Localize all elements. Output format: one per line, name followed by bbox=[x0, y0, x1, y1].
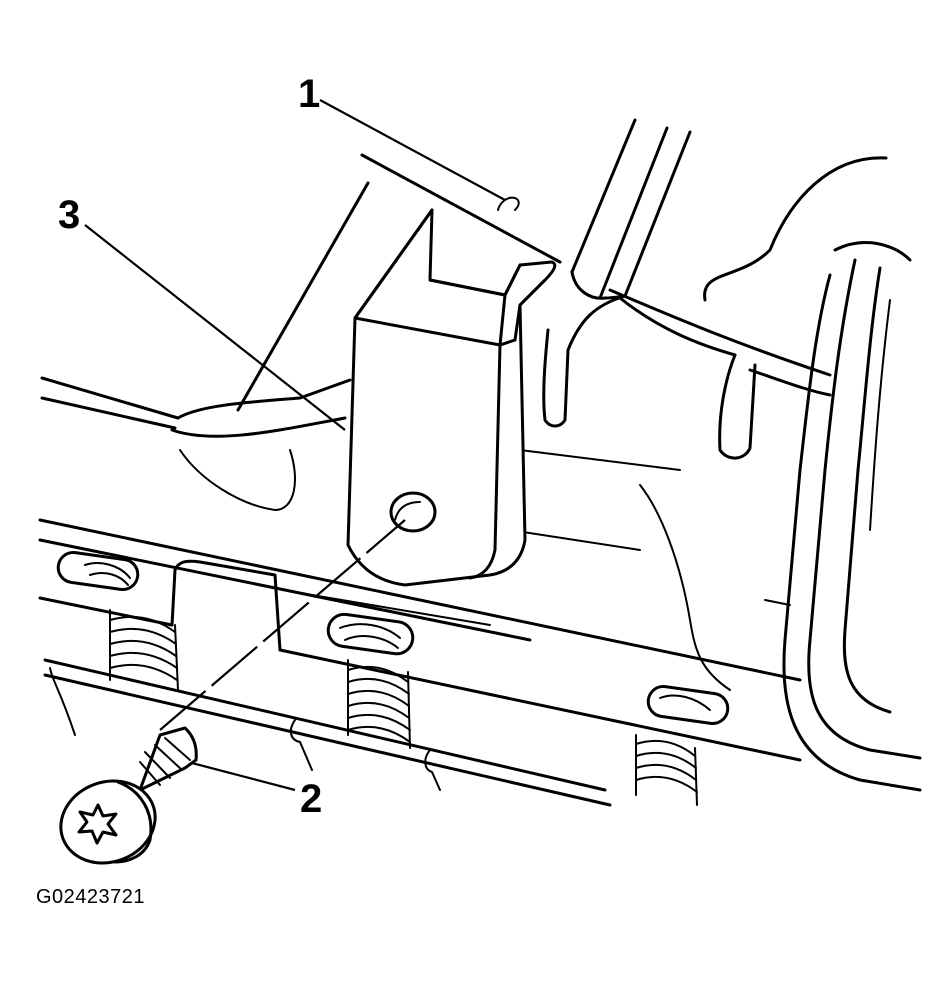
spring-right bbox=[635, 734, 698, 806]
seat-bracket bbox=[346, 208, 557, 587]
seat-track bbox=[38, 449, 802, 807]
callout-2: 2 bbox=[300, 777, 322, 821]
seat-frame-upper bbox=[40, 153, 562, 511]
leader-lines bbox=[84, 99, 520, 792]
torx-bolt bbox=[59, 726, 198, 865]
seat-springs bbox=[109, 609, 698, 806]
figure-id: G02423721 bbox=[36, 886, 146, 908]
seat-cable bbox=[542, 118, 832, 460]
spring-center bbox=[347, 659, 411, 749]
callout-1: 1 bbox=[298, 72, 320, 116]
callout-3: 3 bbox=[58, 193, 80, 237]
spring-left bbox=[109, 609, 179, 691]
seat-side-panel bbox=[608, 156, 922, 792]
